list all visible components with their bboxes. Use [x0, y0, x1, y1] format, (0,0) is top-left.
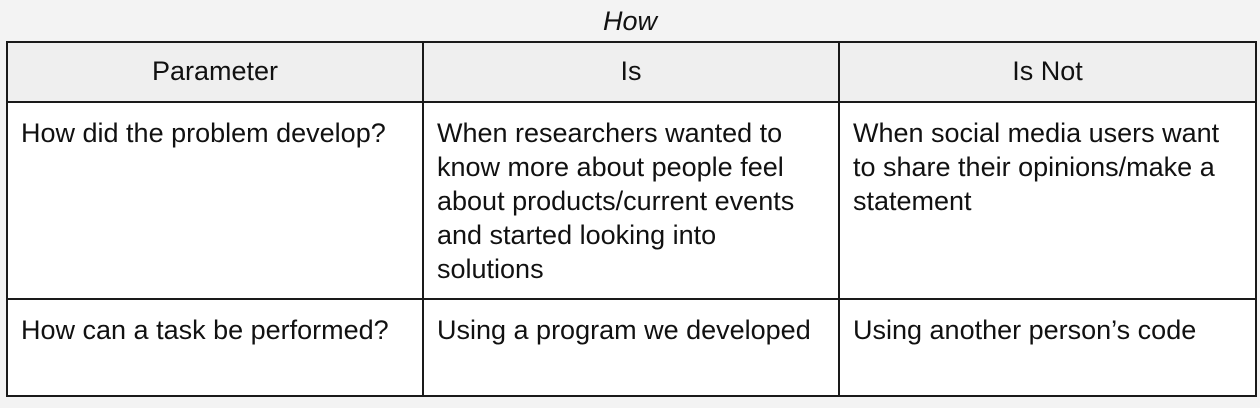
cell-is: When researchers wanted to know more abo… [422, 101, 840, 300]
header-row: Parameter Is Is Not [6, 41, 1257, 103]
table-row: How did the problem develop? When resear… [6, 101, 1257, 300]
header-parameter: Parameter [6, 41, 424, 103]
is-is-not-table: Parameter Is Is Not How did the problem … [6, 41, 1257, 397]
cell-parameter: How did the problem develop? [6, 101, 424, 300]
cell-is-not: When social media users want to share th… [838, 101, 1257, 300]
header-is-not: Is Not [838, 41, 1257, 103]
table-row: How can a task be performed? Using a pro… [6, 298, 1257, 397]
cell-is-not: Using another person’s code [838, 298, 1257, 397]
cell-parameter: How can a task be performed? [6, 298, 424, 397]
cell-is: Using a program we developed [422, 298, 840, 397]
table-caption: How [602, 6, 657, 36]
header-is: Is [422, 41, 840, 103]
